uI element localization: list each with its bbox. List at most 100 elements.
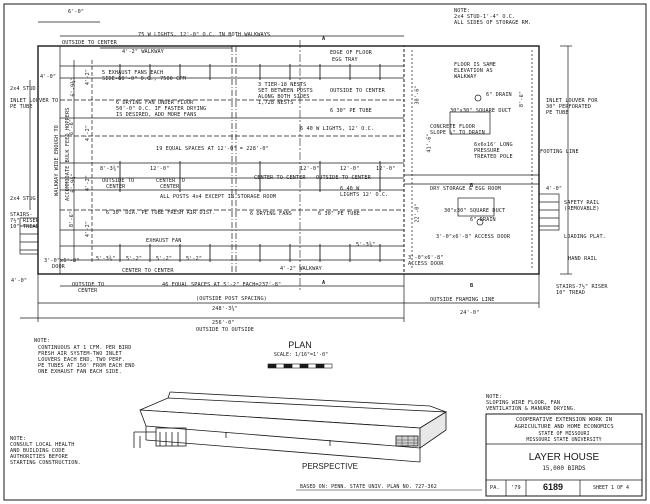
dim-12-d: 12'-0" [376,166,396,172]
label-stairs-l3: 10" TREAD [10,224,40,230]
dim-4-2b: 4'-2" [85,124,92,142]
dim-12-b: 12'-0" [300,166,320,172]
label-floor-same-2: ELEVATION AS [454,68,493,74]
right-note-2: VENTILATION & MANURE DRYING. [486,406,577,412]
drawing-title: LAYER HOUSE [528,452,600,463]
storage-room-outline [403,45,540,275]
right-note-1: SLOPING WIRE FLOOR, FAN [486,400,561,406]
label-square-duct-top: 30"x30" SQUARE DUCT [450,108,512,114]
label-floor-same-1: FLOOR IS SAME [454,62,496,68]
label-access-door-r3: ACCESS DOOR [408,261,444,267]
bottom-note-4: STARTING CONSTRUCTION. [10,460,81,466]
label-inlet-louver-r2: 30" PERFORATED [546,104,592,110]
label-stairs-l1: STAIRS- [10,212,33,218]
dim-8-6: 8'-6" [69,210,76,228]
dim-256: 256'-0" [212,320,235,326]
dim-5-2b: 5'-2" [156,256,173,262]
perspective-title: PERSPECTIVE [301,462,358,471]
section-mark-a-bot: A [322,280,326,286]
bottom-note-1: CONSULT LOCAL HEALTH [10,442,75,448]
dim-5-3b: 5'-3¾" [356,242,376,248]
top-note-2: ALL SIDES OF STORAGE RM. [454,20,532,26]
label-drain-top: 6" DRAIN [486,92,512,98]
label-square-duct-bot: 30"x30" SQUARE DUCT [444,208,506,214]
dim-4-2d: 4'-2" [85,174,92,192]
label-stairs-l2: 7½" RISER [10,218,40,224]
top-note-1: 2x4 STUD-1'-4" O.C. [454,14,516,20]
dim-5-2a: 5'-2" [126,256,143,262]
label-inlet-louver-r3: PE TUBE [546,110,569,116]
dim-30-6: 30'-6" [414,85,421,105]
bottom-note-3: AUTHORITIES BEFORE [10,454,69,460]
dim-4-2c: 4'-2" [85,220,92,238]
label-walkway-bot: 4'-2" WALKWAY [280,266,322,272]
label-40w-mid-2: LIGHTS 12' O.C. [340,192,389,198]
top-note-label: NOTE: [454,8,471,14]
label-egg-tray: EGG TRAY [332,57,358,63]
label-edge-of-floor: EDGE OF FLOOR [330,50,372,56]
label-floor-same-3: WALKWAY [454,74,477,80]
label-walkway-wide-1: WALKWAY WIDE ENOUGH TO [54,125,60,196]
label-drain-bot: 6" DRAIN [470,217,496,223]
label-inlet-louver-l1: INLET LOUVER TO [10,98,59,104]
dim-6-6: 6'-6" [69,118,76,136]
plan-outline [37,45,540,275]
left-note-label: NOTE: [34,338,51,344]
dim-248: 248'-3¾" [212,306,238,312]
dim-4-left-top: 4'-0" [40,74,57,80]
label-long-pole-1: 6x6x16' LONG [474,142,513,148]
dim-8-6r: 8'-6" [519,90,526,108]
label-30-pe-tube-top: 6 30" PE TUBE [330,108,372,114]
title-org-4: MISSOURI STATE UNIVERSITY [526,437,602,443]
left-note-1: CONTINUOUS AT 1 CFM. PER BIRD [38,345,132,351]
label-exhaust-fans-2: SIDE-60'-0" O.C., 7500 CFM [102,76,186,82]
section-mark-a-top: A [322,36,326,42]
title-org-3: STATE OF MISSOURI [538,431,590,437]
label-exhaust-fan: EXHAUST FAN [146,238,182,244]
label-safety-rail-2: (REMOVABLE) [564,206,600,212]
label-19-equal-spaces: 19 EQUAL SPACES AT 12'-0" = 228'-0" [156,146,269,152]
dim-4-2a: 4'-2" [85,68,92,86]
dim-24: 24'-0" [460,310,480,316]
based-on: BASED ON: PENN. STATE UNIV. PLAN NO. 727… [300,484,437,490]
dim-8-3: 8'-3¾" [100,166,120,172]
label-door-l1: 3'-0"x6'-8" [44,258,80,264]
label-walkway-top: 4'-2" WALKWAY [122,49,164,55]
label-inlet-louver-l2: PE TUBE [10,104,33,110]
label-tier-nests-4: 1,728 NESTS [258,100,294,106]
label-outside-to-center-a1: OUTSIDE TO [102,178,135,184]
label-tier-nests-1: 3 TIER-18 NESTS [258,82,307,88]
label-drying-fan-1: 6 DRYING FAN UNDER FLOOR [116,100,194,106]
dim-41: 41'-6" [426,133,433,153]
label-inlet-louver-r1: INLET LOUVER FOR [546,98,598,104]
label-access-door-r2: 3'-0"x6'-8" [408,255,444,261]
label-2x4-stud-bot: 2x4 STUG [10,196,36,202]
label-stairs-r2: 10" TREAD [556,290,586,296]
section-mark-b-bot: B [470,283,474,289]
label-concrete-floor-2: SLOPE ¼" TO DRAIN [430,130,485,136]
label-drying-fan-2: 50'-0" O.C. IF FASTER DRYING [116,106,207,112]
label-drying-fan-3: IS DESIRED, ADD MORE FANS [116,112,197,118]
sheet-number: SHEET 1 OF 4 [592,485,630,491]
label-center-to-center-c: CENTER TO CENTER [122,268,174,274]
sheet-border [3,3,647,501]
left-note-4: PE TUBES AT 150' FROM EACH END [38,363,135,369]
bottom-note-label: NOTE: [10,436,27,442]
dim-5-3a: 5'-3¾" [96,256,116,262]
title-org-1: COOPERATIVE EXTENSION WORK IN [515,417,613,423]
dim-5-2c: 5'-2" [186,256,203,262]
label-fresh-air: 6 30" DIA. PE TUBE FRESH AIR DIST. [106,210,216,216]
label-safety-rail-1: SAFETY RAIL [564,200,600,206]
left-note-3: LOUVERS EACH END, TWO PERF. [38,357,126,363]
title-pa-label: PA. [490,485,500,491]
label-hand-rail: HAND RAIL [568,256,598,262]
label-tier-nests-2: SET BETWEEN POSTS [258,88,313,94]
label-75w-lights: 75 W LIGHTS, 12'-0" O.C. IN BOTH WALKWAY… [138,32,271,38]
plan-title: PLAN [288,340,312,350]
label-outside-to-center-b: OUTSIDE TO CENTER [316,175,371,181]
dim-12-c: 12'-0" [340,166,360,172]
label-outside-to-center-c2: CENTER [78,288,98,294]
label-outside-to-center-a2: CENTER [106,184,126,190]
